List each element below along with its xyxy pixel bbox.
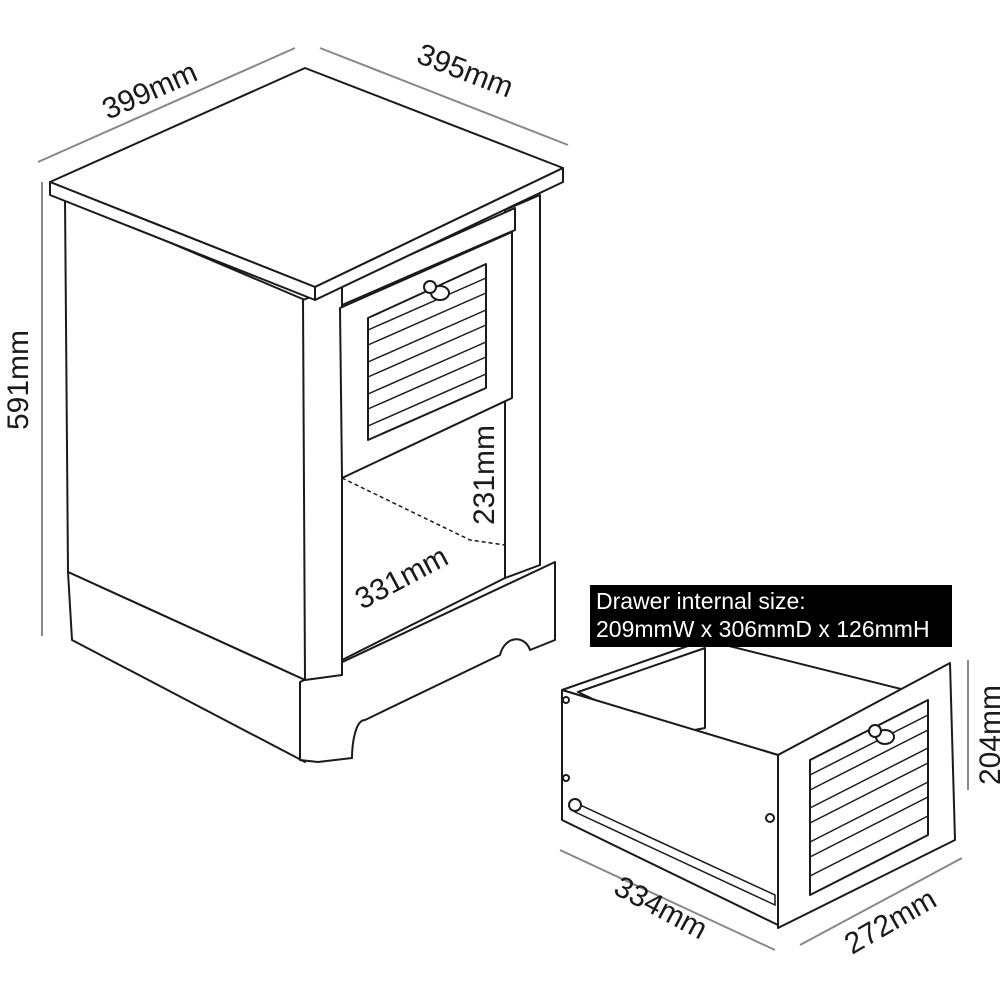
note-line-1: Drawer internal size: xyxy=(596,588,806,614)
drawer xyxy=(561,639,956,929)
drawer-width-label: 272mm xyxy=(839,882,942,961)
depth-label: 395mm xyxy=(412,38,517,105)
note-line-2: 209mmW x 306mmD x 126mmH xyxy=(596,616,930,642)
drawer-height-label: 204mm xyxy=(974,685,1000,785)
height-label: 591mm xyxy=(2,330,35,430)
opening-height-label: 231mm xyxy=(468,425,501,525)
drawer-internal-size-note: Drawer internal size: 209mmW x 306mmD x … xyxy=(590,585,952,647)
bedside-cabinet xyxy=(49,67,564,763)
width-label: 399mm xyxy=(97,56,202,127)
